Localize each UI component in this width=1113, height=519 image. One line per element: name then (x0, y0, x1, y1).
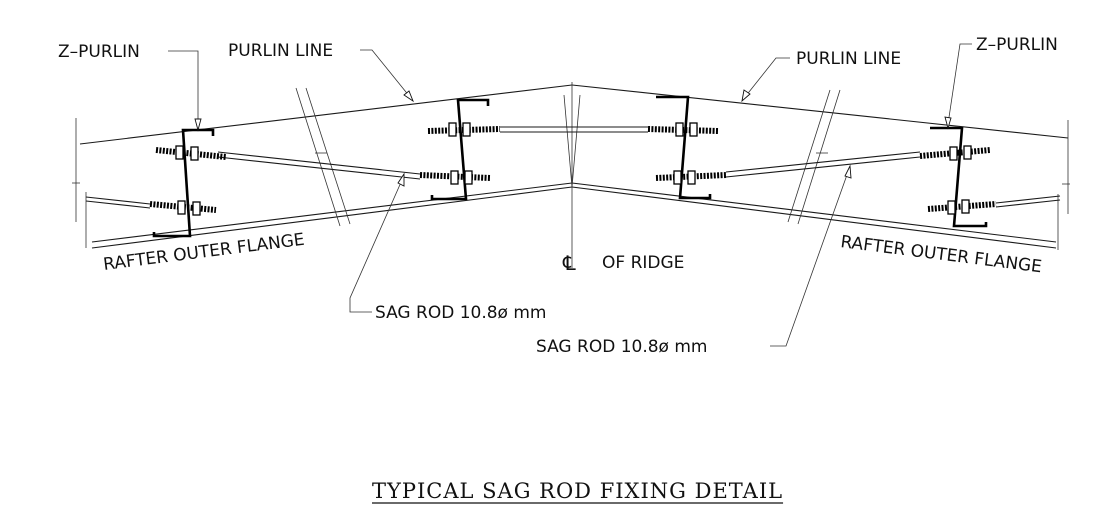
z-purlin-label-right: Z–PURLIN (976, 35, 1058, 55)
nuts (175, 122, 972, 216)
z-purlin-inner-right (656, 95, 712, 200)
ridge-centerline-symbol: ℄ (562, 251, 576, 275)
rafter-outer-flange-label-right: RAFTER OUTER FLANGE (839, 232, 1043, 277)
purlin-line-label-right: PURLIN LINE (796, 49, 901, 69)
z-purlin-inner-left (430, 98, 490, 201)
sag-rod-label-right: SAG ROD 10.8ø mm (536, 337, 707, 357)
purlin-line-label-left: PURLIN LINE (228, 41, 333, 61)
z-purlin-label-left: Z–PURLIN (58, 42, 140, 62)
ridge-label: OF RIDGE (602, 253, 684, 273)
z-purlin-far-left (152, 128, 215, 238)
section-break-lines (295, 87, 841, 227)
ridge-centerline (563, 82, 581, 268)
leader-lines (168, 43, 972, 347)
sag-rods (85, 126, 1061, 209)
sag-rod-label-left: SAG ROD 10.8ø mm (375, 303, 546, 323)
drawing-title: TYPICAL SAG ROD FIXING DETAIL (372, 479, 783, 503)
z-purlin-far-right (930, 126, 988, 228)
threaded-ends (149, 126, 997, 213)
roof-outline (72, 84, 1070, 250)
